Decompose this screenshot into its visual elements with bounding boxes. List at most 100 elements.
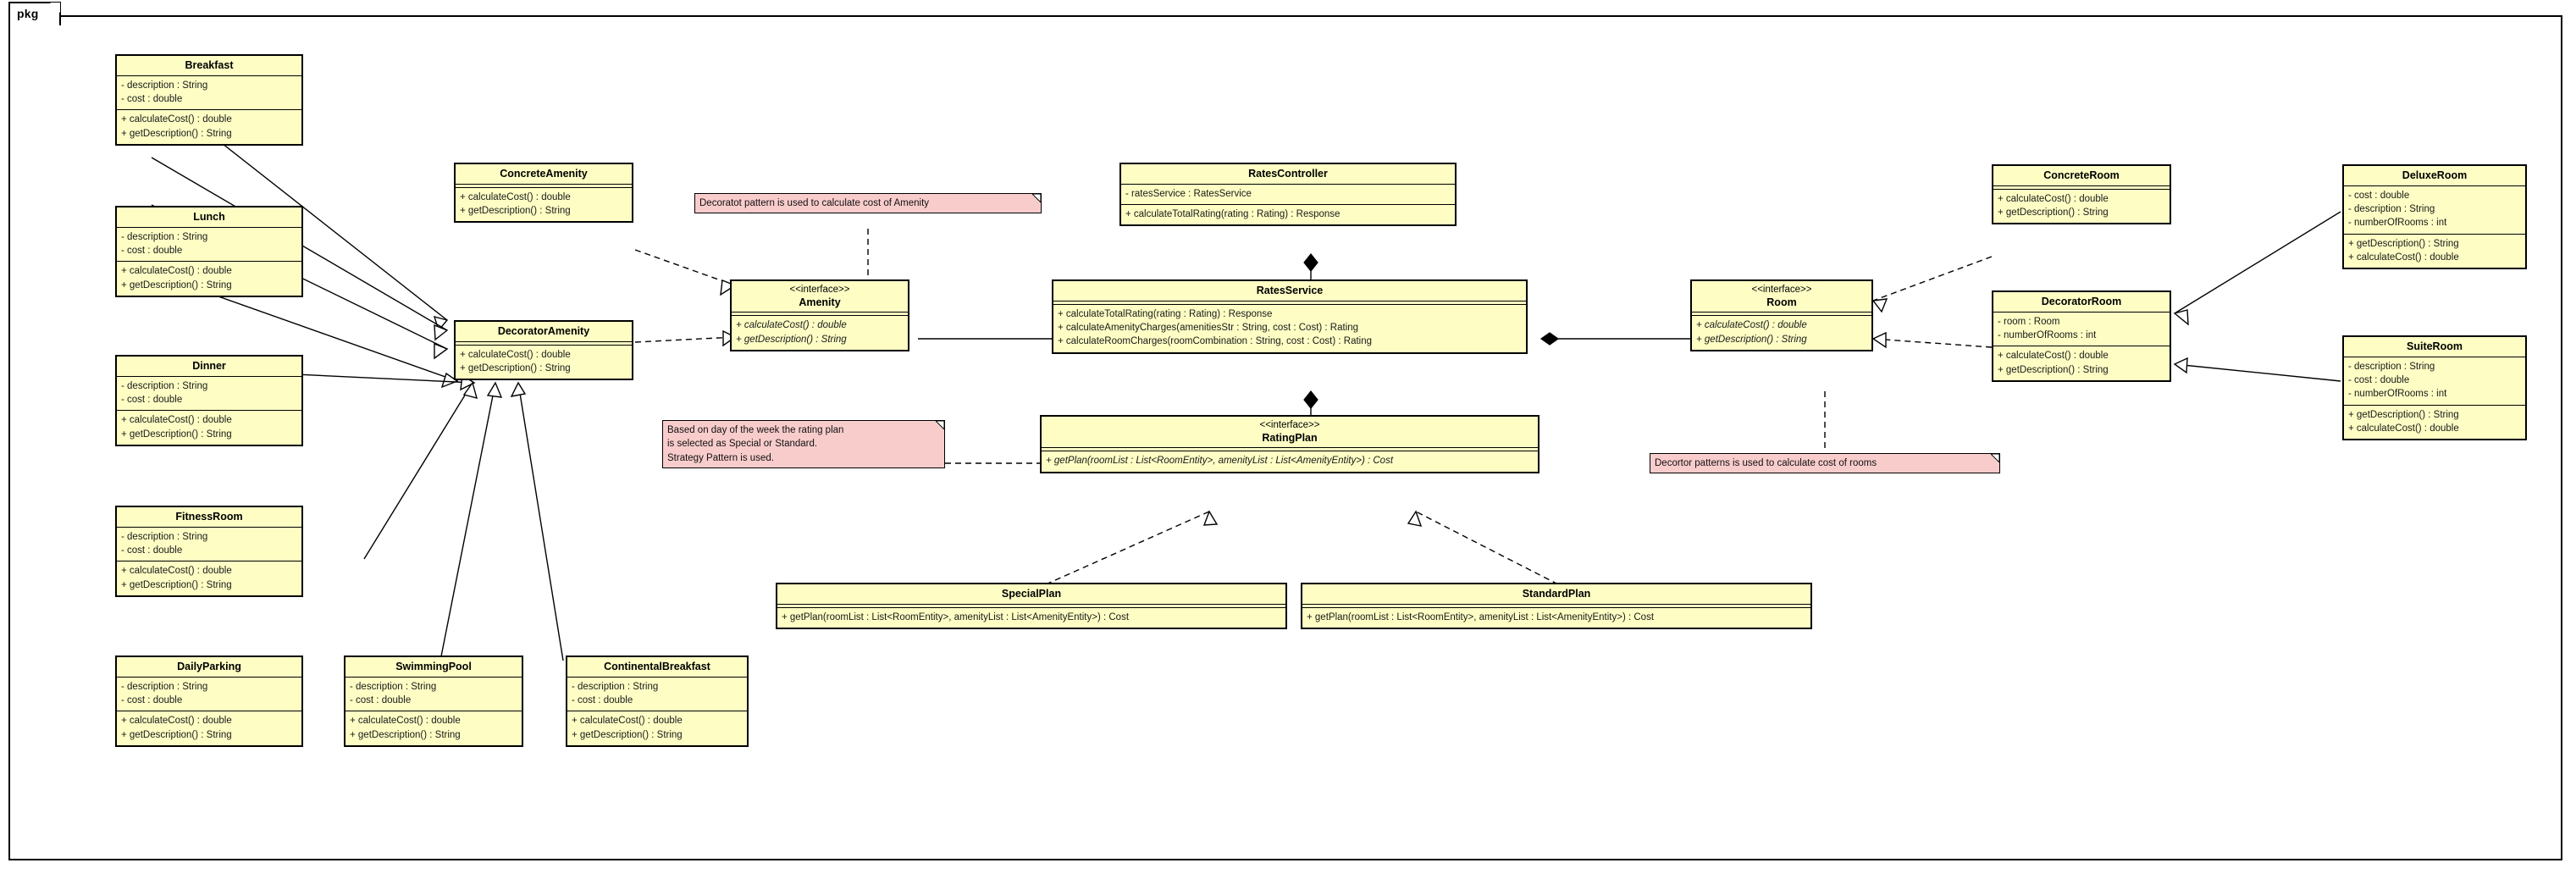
- operation-row: + getDescription() : String: [350, 729, 461, 740]
- operation-row: + getDescription() : String: [1998, 207, 2109, 218]
- attribute-row: - description : String: [121, 380, 208, 391]
- operation-row: + getDescription() : String: [121, 429, 232, 440]
- class-title-lunch: Lunch: [117, 207, 301, 228]
- attributes-dailyparking: - description : String - cost : double: [117, 678, 301, 712]
- operation-row: + getDescription() : String: [121, 128, 232, 139]
- class-decoratorroom[interactable]: DecoratorRoom - room : Room - numberOfRo…: [1992, 290, 2171, 383]
- attributes-concreteroom: [1993, 186, 2170, 190]
- operation-row: + getDescription() : String: [736, 334, 847, 345]
- operation-row: + getDescription() : String: [460, 206, 571, 217]
- operation-row: + calculateCost() : double: [460, 191, 571, 202]
- attributes-fitnessroom: - description : String - cost : double: [117, 528, 301, 562]
- package-frame: [8, 15, 2562, 860]
- note-fold-icon: [1990, 454, 1999, 463]
- operation-row: + getDescription() : String: [2348, 409, 2459, 420]
- attribute-row: - room : Room: [1998, 316, 2060, 327]
- attributes-breakfast: - description : String - cost : double: [117, 76, 301, 111]
- class-specialplan[interactable]: SpecialPlan + getPlan(roomList : List<Ro…: [776, 583, 1287, 630]
- class-title-concreteamenity: ConcreteAmenity: [456, 164, 632, 185]
- class-dailyparking[interactable]: DailyParking - description : String - co…: [115, 656, 303, 748]
- attributes-deluxeroom: - cost : double - description : String -…: [2344, 186, 2525, 235]
- attribute-row: - cost : double: [121, 246, 183, 257]
- attribute-row: - description : String: [121, 80, 208, 91]
- class-ratesservice[interactable]: RatesService + calculateTotalRating(rati…: [1052, 279, 1528, 354]
- attribute-row: - ratesService : RatesService: [1125, 188, 1252, 199]
- operation-row: + calculateCost() : double: [121, 114, 232, 125]
- class-title-breakfast: Breakfast: [117, 56, 301, 76]
- class-lunch[interactable]: Lunch - description : String - cost : do…: [115, 206, 303, 298]
- operation-row: + calculateCost() : double: [1998, 351, 2109, 362]
- class-decoratoramenity[interactable]: DecoratorAmenity + calculateCost() : dou…: [454, 320, 633, 381]
- attributes-continentalbreakfast: - description : String - cost : double: [567, 678, 747, 712]
- operation-row: + calculateTotalRating(rating : Rating) …: [1058, 308, 1273, 319]
- operations-decoratorroom: + calculateCost() : double + getDescript…: [1993, 346, 2170, 380]
- attributes-suiteroom: - description : String - cost : double -…: [2344, 357, 2525, 406]
- class-title-specialplan: SpecialPlan: [777, 584, 1285, 605]
- class-ratescontroller[interactable]: RatesController - ratesService : RatesSe…: [1119, 163, 1457, 227]
- class-title-suiteroom: SuiteRoom: [2344, 337, 2525, 357]
- class-title-ratescontroller: RatesController: [1121, 164, 1455, 185]
- operation-row: + calculateRoomCharges(roomCombination :…: [1058, 336, 1373, 347]
- class-title-decoratoramenity: DecoratorAmenity: [456, 322, 632, 342]
- attribute-row: - description : String: [572, 681, 659, 692]
- operation-row: + calculateAmenityCharges(amenitiesStr :…: [1058, 323, 1359, 334]
- operation-row: + calculateCost() : double: [2348, 423, 2459, 434]
- attributes-concreteamenity: [456, 185, 632, 188]
- attributes-ratesservice: [1053, 301, 1526, 305]
- operation-row: + getPlan(roomList : List<RoomEntity>, a…: [782, 611, 1130, 622]
- attributes-decoratoramenity: [456, 342, 632, 346]
- attributes-amenity: [732, 313, 908, 317]
- operations-fitnessroom: + calculateCost() : double + getDescript…: [117, 561, 301, 595]
- attribute-row: - cost : double: [2348, 375, 2410, 386]
- class-fitnessroom[interactable]: FitnessRoom - description : String - cos…: [115, 506, 303, 598]
- attributes-room: [1692, 313, 1871, 317]
- operations-decoratoramenity: + calculateCost() : double + getDescript…: [456, 346, 632, 379]
- attribute-row: - numberOfRooms : int: [2348, 389, 2447, 400]
- attribute-row: - cost : double: [121, 94, 183, 105]
- operations-concreteroom: + calculateCost() : double + getDescript…: [1993, 190, 2170, 224]
- class-concreteamenity[interactable]: ConcreteAmenity + calculateCost() : doub…: [454, 163, 633, 224]
- class-title-amenity: <<interface>> Amenity: [732, 281, 908, 313]
- class-swimmingpool[interactable]: SwimmingPool - description : String - co…: [344, 656, 523, 748]
- package-corner-fold: [50, 3, 60, 13]
- package-tab: pkg: [8, 2, 61, 25]
- package-label: pkg: [17, 7, 39, 20]
- operations-ratescontroller: + calculateTotalRating(rating : Rating) …: [1121, 205, 1455, 224]
- operation-row: + getPlan(roomList : List<RoomEntity>, a…: [1307, 611, 1655, 622]
- class-deluxeroom[interactable]: DeluxeRoom - cost : double - description…: [2342, 164, 2527, 270]
- operation-row: + getDescription() : String: [572, 729, 683, 740]
- interface-amenity[interactable]: <<interface>> Amenity + calculateCost() …: [730, 279, 909, 351]
- class-continentalbreakfast[interactable]: ContinentalBreakfast - description : Str…: [566, 656, 749, 748]
- operation-row: + calculateCost() : double: [1998, 193, 2109, 204]
- class-dinner[interactable]: Dinner - description : String - cost : d…: [115, 355, 303, 447]
- class-title-room: <<interface>> Room: [1692, 281, 1871, 313]
- interface-name-amenity: Amenity: [799, 296, 841, 308]
- class-title-fitnessroom: FitnessRoom: [117, 507, 301, 528]
- note-line: is selected as Special or Standard.: [667, 439, 818, 450]
- operation-row: + calculateCost() : double: [121, 566, 232, 577]
- class-breakfast[interactable]: Breakfast - description : String - cost …: [115, 54, 303, 147]
- attribute-row: - description : String: [121, 531, 208, 542]
- class-suiteroom[interactable]: SuiteRoom - description : String - cost …: [2342, 335, 2527, 441]
- operation-row: + getDescription() : String: [121, 279, 232, 290]
- operations-breakfast: + calculateCost() : double + getDescript…: [117, 110, 301, 144]
- interface-name-ratingplan: RatingPlan: [1262, 431, 1318, 444]
- operations-lunch: + calculateCost() : double + getDescript…: [117, 262, 301, 296]
- class-title-standardplan: StandardPlan: [1302, 584, 1810, 605]
- class-standardplan[interactable]: StandardPlan + getPlan(roomList : List<R…: [1301, 583, 1812, 630]
- operations-dailyparking: + calculateCost() : double + getDescript…: [117, 711, 301, 745]
- attribute-row: - description : String: [2348, 361, 2435, 372]
- operations-room: + calculateCost() : double + getDescript…: [1692, 316, 1871, 350]
- operation-row: + calculateCost() : double: [736, 320, 847, 331]
- attribute-row: - cost : double: [121, 695, 183, 706]
- attribute-row: - description : String: [350, 681, 437, 692]
- operation-row: + getDescription() : String: [121, 729, 232, 740]
- class-concreteroom[interactable]: ConcreteRoom + calculateCost() : double …: [1992, 164, 2171, 225]
- operations-specialplan: + getPlan(roomList : List<RoomEntity>, a…: [777, 608, 1285, 628]
- note-strategy-pattern: Based on day of the week the rating plan…: [662, 420, 945, 468]
- operation-row: + getDescription() : String: [2348, 238, 2459, 249]
- attributes-swimmingpool: - description : String - cost : double: [345, 678, 522, 712]
- interface-room[interactable]: <<interface>> Room + calculateCost() : d…: [1690, 279, 1873, 351]
- interface-ratingplan[interactable]: <<interface>> RatingPlan + getPlan(roomL…: [1040, 415, 1540, 473]
- note-fold-icon: [935, 421, 944, 430]
